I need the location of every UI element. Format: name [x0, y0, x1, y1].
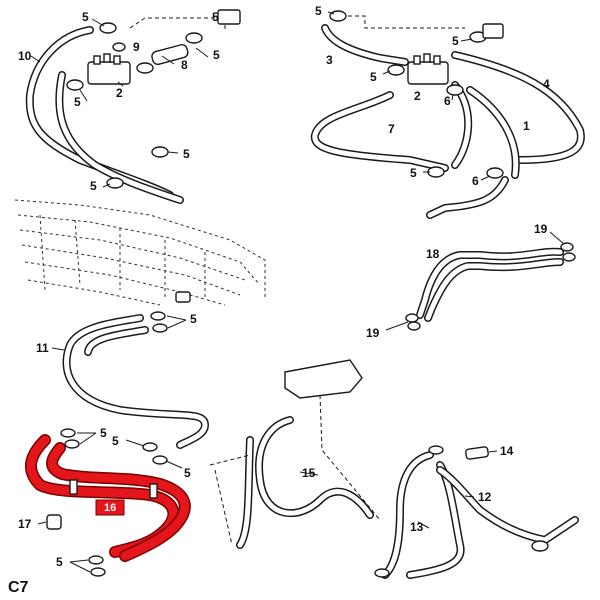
- hose-11: 5 11: [36, 311, 209, 449]
- label-1: 1: [523, 119, 530, 133]
- diagram-code: C7: [8, 579, 29, 596]
- label-5: 5: [452, 34, 459, 48]
- clamp: [446, 84, 464, 96]
- label-10: 10: [18, 49, 32, 63]
- top-right-assembly: 5 3 5 5 2 6 4 7 1 5 6: [310, 4, 585, 219]
- label-5: 5: [184, 466, 191, 480]
- clamp: [152, 455, 168, 465]
- connector-2: [87, 61, 131, 85]
- clamp: [90, 567, 106, 577]
- label-5: 5: [410, 166, 417, 180]
- clamp: [106, 177, 124, 189]
- label-8: 8: [181, 58, 188, 72]
- bottom-right-assembly: 15 13 12 14: [209, 359, 579, 579]
- label-7: 7: [388, 122, 395, 136]
- label-5: 5: [100, 426, 107, 440]
- label-5: 5: [212, 10, 219, 24]
- clamp: [88, 555, 104, 565]
- label-5: 5: [315, 4, 322, 18]
- label-19: 19: [534, 222, 548, 236]
- label-5: 5: [112, 434, 119, 448]
- label-2: 2: [116, 86, 123, 100]
- label-5: 5: [74, 95, 81, 109]
- label-5: 5: [90, 179, 97, 193]
- clamp: [185, 32, 203, 44]
- clamp: [486, 167, 504, 179]
- label-15: 15: [302, 466, 316, 480]
- label-6: 6: [472, 174, 479, 188]
- label-5: 5: [213, 48, 220, 62]
- clamp: [428, 445, 444, 455]
- label-9: 9: [133, 40, 140, 54]
- bracket-17: [46, 514, 62, 530]
- clamp: [374, 568, 390, 578]
- engine-frame: [14, 199, 266, 306]
- clamp: [152, 323, 168, 333]
- hose-8: [151, 44, 189, 66]
- label-5: 5: [370, 70, 377, 84]
- pipe-14: [465, 446, 489, 460]
- bottom-left-parts: 5 5 5 17 5: [18, 426, 191, 577]
- label-2: 2: [414, 89, 421, 103]
- thermostat-housing: [284, 359, 363, 399]
- hose-16-highlighted: 16: [25, 434, 191, 562]
- clamp: [112, 42, 126, 52]
- label-5: 5: [190, 312, 197, 326]
- label-4: 4: [543, 77, 550, 91]
- clamp: [150, 311, 166, 321]
- label-5: 5: [183, 147, 190, 161]
- clamp: [329, 10, 347, 22]
- clamp: [562, 252, 576, 262]
- clamp: [531, 540, 549, 552]
- connector-2: [407, 61, 449, 85]
- label-6: 6: [444, 94, 451, 108]
- label-11: 11: [36, 341, 49, 355]
- clamp: [151, 146, 169, 158]
- top-left-assembly: 5 9 5 5 10 5 2 8 5 5: [18, 9, 241, 204]
- label-19: 19: [366, 326, 380, 340]
- label-5: 5: [56, 555, 63, 569]
- label-17: 17: [18, 517, 32, 531]
- clamp: [387, 64, 405, 76]
- label-14: 14: [500, 444, 514, 458]
- hose-18: 19 18 19: [366, 222, 576, 340]
- clamp: [149, 483, 158, 499]
- clamp: [69, 479, 78, 495]
- label-13: 13: [410, 520, 424, 534]
- label-12: 12: [478, 490, 492, 504]
- highlight-badge: [95, 499, 125, 516]
- clamp: [405, 313, 419, 323]
- hose-3: [321, 24, 409, 66]
- clamp: [66, 79, 84, 91]
- label-5: 5: [82, 10, 89, 24]
- label-18: 18: [426, 247, 440, 261]
- label-16: 16: [104, 502, 116, 514]
- clamp: [142, 442, 158, 452]
- clamp: [60, 428, 76, 438]
- clamp: [407, 321, 421, 331]
- clamp: [560, 242, 574, 252]
- clamp: [64, 439, 80, 449]
- clamp: [136, 62, 154, 74]
- clamp: [427, 166, 445, 178]
- label-3: 3: [326, 53, 333, 67]
